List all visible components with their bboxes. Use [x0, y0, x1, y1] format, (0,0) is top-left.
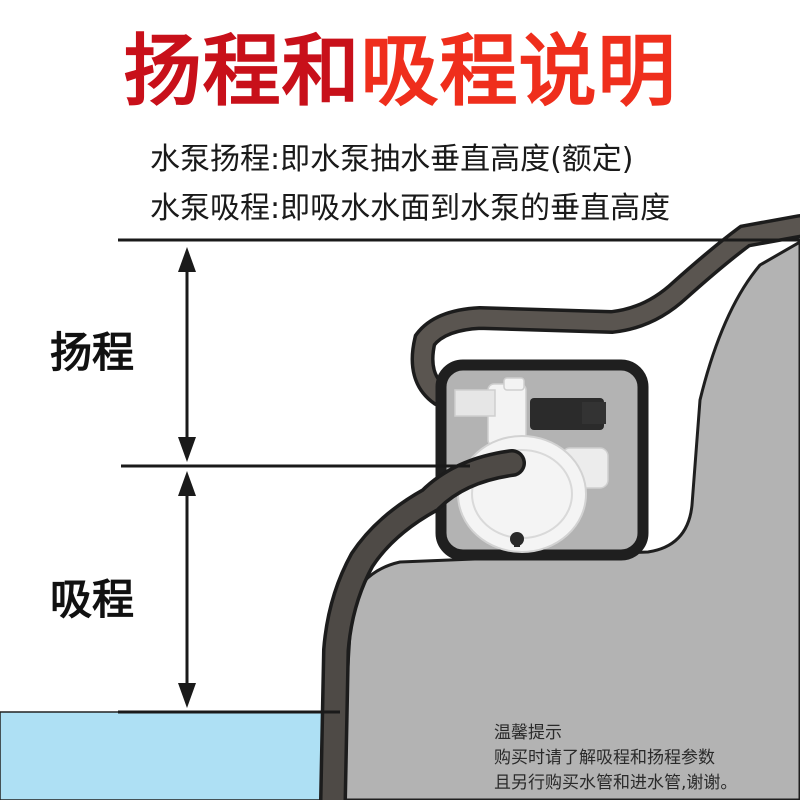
suction-label: 吸程 — [50, 575, 135, 624]
head-arrow — [178, 247, 196, 462]
tip-line-1: 购买时请了解吸程和扬程参数 — [494, 748, 715, 768]
tip-title: 温馨提示 — [494, 723, 562, 743]
title-part-1: 扬程和 — [123, 27, 361, 117]
tip-note: 温馨提示 购买时请了解吸程和扬程参数 且另行购买水管和进水管,谢谢。 — [494, 721, 737, 796]
page-title: 扬程和吸程说明 — [0, 22, 800, 122]
head-label: 扬程 — [50, 328, 135, 377]
suction-arrow — [178, 471, 196, 708]
suction-definition: 水泵吸程:即吸水水面到水泵的垂直高度 — [150, 191, 671, 226]
tip-line-2: 且另行购买水管和进水管,谢谢。 — [494, 773, 738, 793]
head-definition: 水泵扬程:即水泵抽水垂直高度(额定) — [150, 142, 634, 177]
ground-platform — [338, 240, 800, 800]
water-surface — [0, 711, 341, 800]
title-part-2: 吸程说明 — [360, 27, 677, 117]
